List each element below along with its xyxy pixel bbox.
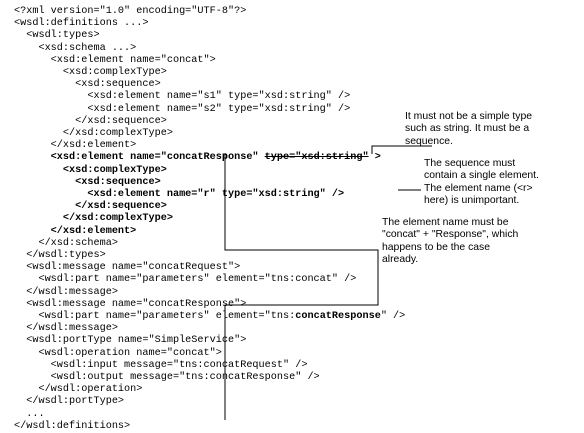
code-text: </xsd:complexType> [14, 128, 173, 139]
code-line: </wsdl:portType> [14, 396, 124, 408]
code-line: <wsdl:definitions ...> [14, 18, 149, 30]
code-text: <wsdl:definitions ...> [14, 18, 149, 30]
note-element-name: The element name must be "concat" + "Res… [382, 217, 519, 266]
code-text: <xsd:element name="s2" type="xsd:string"… [14, 103, 351, 115]
code-line: </wsdl:definitions> [14, 421, 130, 433]
code-line: </xsd:element> [14, 140, 137, 152]
callout-line-element-name [224, 153, 379, 420]
code-line: </xsd:complexType> [14, 213, 173, 225]
code-line: <xsd:element name="s2" type="xsd:string"… [14, 104, 350, 116]
callout-line-simple-type [371, 145, 432, 154]
code-text: <wsdl:part name="parameters" element="tn… [14, 311, 296, 322]
code-text: <wsdl:operation name="concat"> [14, 347, 222, 359]
code-text: <xsd:element name="r" type="xsd:string" … [14, 189, 345, 200]
code-line: <xsd:complexType> [14, 165, 167, 177]
code-line: <wsdl:part name="parameters" element="tn… [14, 274, 356, 286]
bold-element-name: concatResponse [295, 311, 381, 322]
code-line: <xsd:sequence> [14, 177, 161, 189]
code-line: <wsdl:message name="concatResponse"> [14, 299, 246, 311]
code-text-tail: > [368, 152, 381, 164]
code-line: </xsd:schema> [14, 237, 118, 250]
code-line: <wsdl:input message="tns:concatRequest" … [14, 359, 308, 372]
code-line: <xsd:element name="concat"> [14, 55, 216, 67]
code-line: </xsd:complexType> [14, 128, 173, 140]
code-text: </wsdl:operation> [14, 384, 143, 396]
code-text: <xsd:schema ...> [14, 42, 137, 54]
code-line: <wsdl:portType name="SimpleService"> [14, 335, 246, 347]
code-line: <wsdl:output message="tns:concatResponse… [14, 372, 320, 384]
code-line: <xsd:element name="r" type="xsd:string" … [14, 189, 344, 201]
code-text: </wsdl:definitions> [14, 420, 131, 432]
code-line: </wsdl:types> [14, 250, 106, 262]
code-text: <xsd:sequence> [14, 176, 161, 188]
code-line: <xsd:element name="s1" type="xsd:string"… [14, 91, 350, 103]
code-line: </wsdl:message> [14, 287, 118, 299]
code-text: <wsdl:types> [14, 30, 100, 42]
code-text: <xsd:complexType> [14, 67, 167, 78]
code-line: <xsd:element name="concatResponse" type=… [14, 152, 381, 164]
code-text: <wsdl:message name="concatRequest"> [14, 262, 241, 274]
code-text: </wsdl:message> [14, 323, 118, 335]
code-text: <wsdl:message name="concatResponse"> [14, 298, 247, 310]
code-line: <xsd:sequence> [14, 79, 161, 91]
code-text: </xsd:sequence> [14, 115, 167, 127]
code-text: </wsdl:types> [14, 250, 106, 261]
code-line: <wsdl:types> [14, 30, 100, 42]
code-text: <xsd:element name="concatResponse" [14, 152, 265, 164]
code-line: <xsd:schema ...> [14, 43, 136, 55]
code-text: <wsdl:output message="tns:concatResponse… [14, 372, 320, 383]
code-text: </xsd:element> [14, 140, 137, 152]
struck-type-attribute: type="xsd:string" [264, 152, 369, 164]
code-text: <xsd:complexType> [14, 164, 167, 176]
code-text: </xsd:schema> [14, 237, 118, 249]
code-line: </xsd:element> [14, 225, 137, 238]
code-text: <xsd:element name="s1" type="xsd:string"… [14, 91, 351, 103]
code-line: </wsdl:operation> [14, 384, 142, 396]
code-text: <xsd:sequence> [14, 79, 161, 91]
code-line: <wsdl:operation name="concat"> [14, 347, 222, 360]
code-line: <xsd:complexType> [14, 67, 167, 79]
code-text: </xsd:sequence> [14, 201, 167, 213]
code-text: </xsd:element> [14, 225, 137, 237]
code-text: <xsd:element name="concat"> [14, 54, 216, 66]
note-not-simple-type: It must not be a simple type such as str… [405, 111, 533, 147]
code-line: </wsdl:message> [14, 323, 118, 335]
code-line: ... [14, 408, 45, 421]
code-text: ... [14, 408, 45, 420]
code-text: </wsdl:portType> [14, 396, 125, 408]
note-single-element: The sequence must contain a single eleme… [424, 158, 539, 207]
code-text-tail: " /> [380, 311, 406, 322]
code-text: <wsdl:input message="tns:concatRequest" … [14, 359, 308, 371]
code-line: <wsdl:part name="parameters" element="tn… [14, 311, 405, 323]
code-text: </wsdl:message> [14, 286, 118, 298]
code-line: </xsd:sequence> [14, 201, 167, 213]
code-line: <?xml version="1.0" encoding="UTF-8"?> [14, 6, 246, 18]
code-line: </xsd:sequence> [14, 116, 167, 128]
code-text: <?xml version="1.0" encoding="UTF-8"?> [14, 6, 247, 17]
code-text: </xsd:complexType> [14, 213, 173, 225]
code-line: <wsdl:message name="concatRequest"> [14, 262, 240, 274]
code-text: <wsdl:portType name="SimpleService"> [14, 335, 247, 347]
code-text: <wsdl:part name="parameters" element="tn… [14, 274, 357, 286]
